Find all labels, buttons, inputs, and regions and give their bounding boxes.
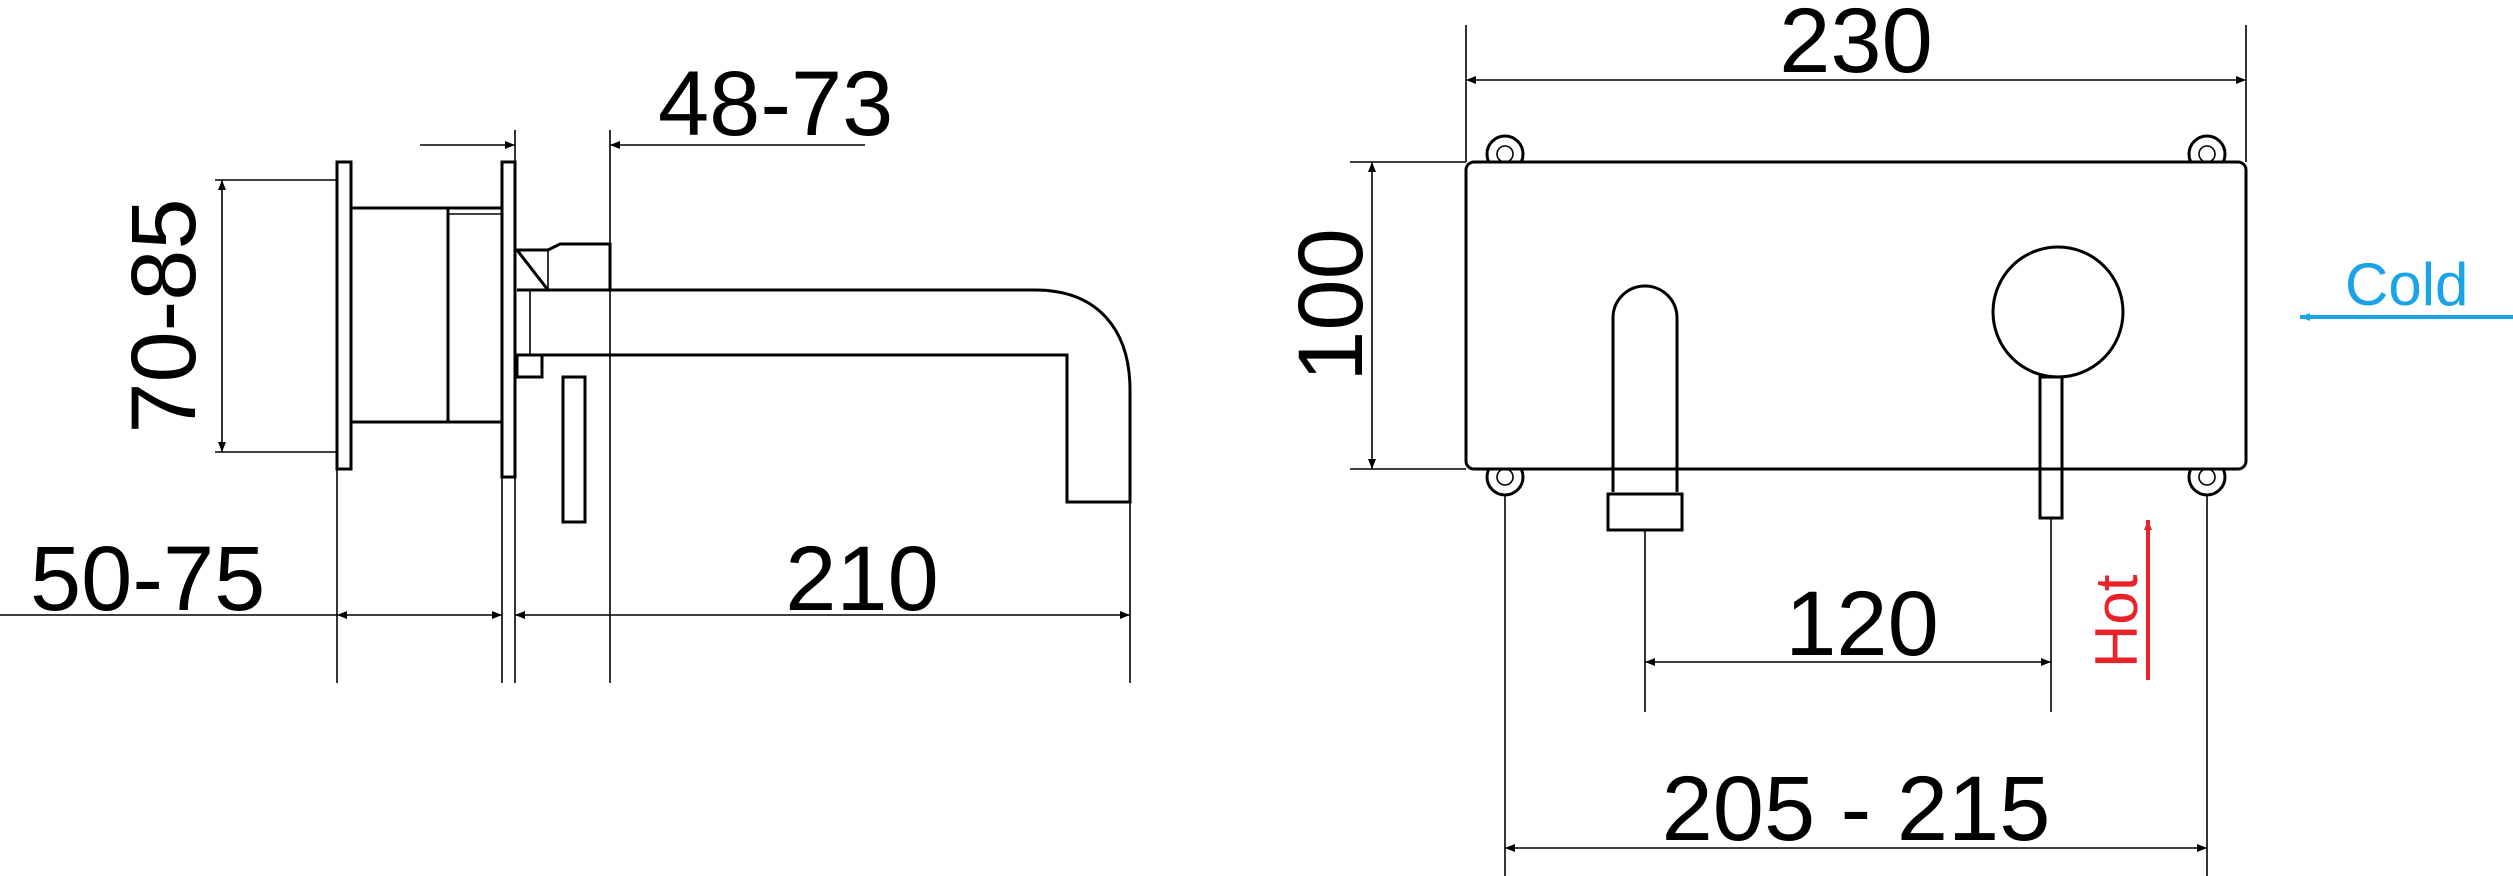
wall-flange xyxy=(335,160,353,471)
dim-spout-reach: 210 xyxy=(785,528,939,630)
dim-fixing-span: 205 - 215 xyxy=(1662,758,2051,860)
front-cover-plate xyxy=(1464,160,2248,471)
dim-front-plate-height: 100 xyxy=(1280,228,1382,382)
mixer-body xyxy=(351,206,450,424)
dim-plate-width: 230 xyxy=(1779,0,1933,92)
spout xyxy=(517,288,1132,504)
dim-spout-to-lever: 120 xyxy=(1785,573,1939,675)
dim-mixer-depth: 48-73 xyxy=(658,53,893,155)
hot-label: Hot xyxy=(2083,574,2150,668)
cold-label: Cold xyxy=(2345,251,2468,318)
side-view: 70-85 48-73 50-75 210 xyxy=(0,53,1132,683)
dim-wall-thickness: 50-75 xyxy=(30,528,265,630)
cover-plate xyxy=(500,160,517,479)
lever-handle-side xyxy=(561,375,587,524)
dim-plate-height: 70-85 xyxy=(113,198,215,433)
lever-boss xyxy=(513,242,612,292)
front-spout xyxy=(1611,284,1679,492)
front-view: 230 100 120 205 - 215 Cold Hot xyxy=(1280,0,2513,876)
